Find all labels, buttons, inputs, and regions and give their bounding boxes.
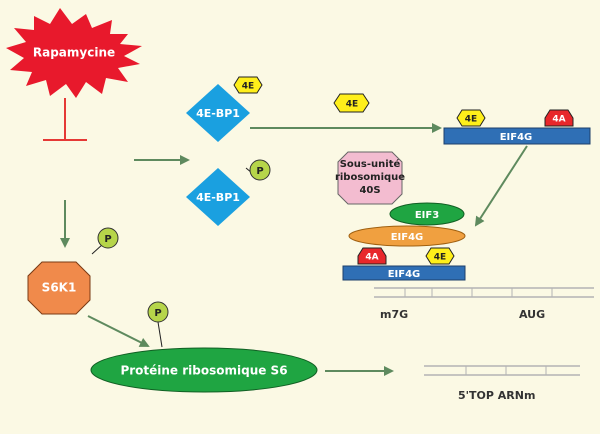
40s-label-line1: Sous-unité	[340, 158, 401, 170]
4ebp1-bottom-diamond	[186, 168, 250, 226]
eif4g-bottom-label: EIF4G	[388, 269, 421, 280]
m7g-label: m7G	[380, 308, 408, 321]
4e-badge-on-eif4g	[456, 109, 486, 127]
s6-label: Protéine ribosomique S6	[120, 364, 287, 378]
free-4e-label: 4E	[346, 100, 358, 110]
4a-badge-on-complex-label: 4A	[365, 253, 378, 263]
phospho-connector-s6	[157, 321, 163, 348]
eif3-ellipse	[389, 202, 465, 226]
initiation-complex: 4A 4E EIF4G	[342, 247, 466, 281]
4e-badge-on-complex	[425, 247, 455, 265]
40s-label-line3: 40S	[359, 185, 380, 196]
s6k1-node: S6K1 P	[27, 227, 119, 315]
eif4g-top-complex: EIF4G 4E 4A	[443, 109, 591, 145]
4ebp1-bottom-label: 4E-BP1	[196, 191, 240, 204]
phospho-badge-s6	[147, 301, 169, 323]
40s-octagon	[337, 151, 403, 205]
phospho-badge-4ebp1	[249, 159, 271, 181]
4e-badge-on-4ebp1-label: 4E	[242, 82, 254, 92]
eif4g-bottom-bar	[342, 265, 466, 281]
phospho-badge-4ebp1-label: P	[256, 166, 263, 177]
40s-label-line2: ribosomique	[335, 172, 405, 183]
eif4g-top-label: EIF4G	[500, 132, 533, 143]
eif4g-middle-node: EIF4G	[348, 225, 466, 247]
4e-badge-on-eif4g-label: 4E	[465, 115, 477, 125]
4a-badge-on-complex	[357, 247, 387, 265]
rapamycine-burst	[6, 8, 142, 98]
top-mrna-strand: 5'TOP ARNm	[424, 365, 580, 402]
eif4g-middle-label: EIF4G	[391, 232, 424, 243]
eif3-node: EIF3	[389, 202, 465, 226]
top-mrna-label: 5'TOP ARNm	[458, 389, 535, 402]
4ebp1-top-diamond	[186, 84, 250, 142]
free-4e-node: 4E	[333, 93, 370, 113]
arrow-to-initiation-complex	[474, 145, 528, 227]
eif3-label: EIF3	[415, 210, 439, 221]
eif4g-middle-ellipse	[348, 225, 466, 247]
ribosome-40s-subunit: Sous-unité ribosomique 40S	[335, 151, 405, 205]
phospho-badge-s6-label: P	[154, 308, 161, 319]
eif4g-top-bar	[443, 127, 591, 145]
s6k1-octagon	[27, 261, 91, 315]
free-4e-badge	[333, 93, 370, 113]
s6k1-label: S6K1	[42, 281, 77, 295]
rapamycine-label: Rapamycine	[33, 46, 115, 60]
rapamycine-node: Rapamycine	[6, 8, 142, 98]
arrow-to-s6	[87, 315, 150, 347]
s6-node: Protéine ribosomique S6 P	[90, 301, 318, 393]
4ebp1-phospho-node: 4E-BP1 P	[186, 159, 271, 226]
4e-badge-on-complex-label: 4E	[434, 253, 446, 263]
4ebp1-top-label: 4E-BP1	[196, 107, 240, 120]
4e-badge-on-4ebp1	[233, 76, 263, 94]
4a-badge-on-eif4g-label: 4A	[552, 115, 565, 125]
mrna-strand: m7G AUG	[374, 287, 594, 321]
4ebp1-bound-node: 4E-BP1 4E	[186, 76, 263, 142]
4a-badge-on-eif4g	[544, 109, 574, 127]
phospho-badge-s6k1-label: P	[104, 234, 111, 245]
s6-ellipse	[90, 347, 318, 393]
aug-label: AUG	[519, 308, 545, 321]
phospho-badge-s6k1	[97, 227, 119, 249]
